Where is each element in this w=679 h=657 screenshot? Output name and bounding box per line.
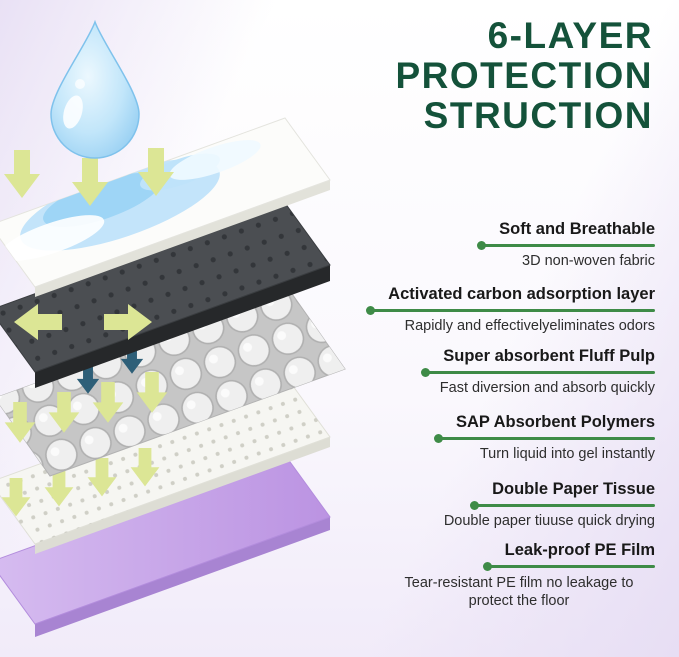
callout-line bbox=[421, 368, 655, 377]
page-title: 6-LAYER PROTECTION STRUCTION bbox=[395, 16, 653, 136]
callout-line bbox=[482, 562, 655, 571]
callout-dot bbox=[477, 241, 487, 250]
callout-label: Leak-proof PE Film bbox=[504, 541, 655, 559]
activated-carbon-layer bbox=[0, 202, 331, 388]
title-line-1: 6-LAYER bbox=[487, 15, 653, 56]
callout-line bbox=[470, 501, 655, 510]
callout-sap-polymers: SAP Absorbent Polymers Turn liquid into … bbox=[434, 413, 655, 462]
callout-desc: Double paper tiuuse quick drying bbox=[443, 513, 655, 529]
callout-activated-carbon: Activated carbon adsorption layer Rapidl… bbox=[366, 285, 655, 334]
callout-label: Double Paper Tissue bbox=[492, 480, 655, 498]
callout-fluff-pulp: Super absorbent Fluff Pulp Fast diversio… bbox=[421, 347, 655, 396]
callout-dot bbox=[482, 562, 492, 571]
callout-desc: Turn liquid into gel instantly bbox=[479, 446, 655, 462]
callout-desc: Fast diversion and absorb quickly bbox=[439, 380, 655, 396]
callout-pe-film: Leak-proof PE Film Tear-resistant PE fil… bbox=[383, 541, 655, 610]
callout-label: Soft and Breathable bbox=[499, 220, 655, 238]
callout-desc: 3D non-woven fabric bbox=[522, 253, 655, 269]
callout-line bbox=[434, 434, 655, 443]
callout-dot bbox=[366, 306, 376, 315]
layer-illustration bbox=[0, 19, 346, 637]
callout-label: Super absorbent Fluff Pulp bbox=[443, 347, 655, 365]
callout-label: SAP Absorbent Polymers bbox=[456, 413, 655, 431]
callout-soft-breathable: Soft and Breathable 3D non-woven fabric bbox=[477, 220, 655, 269]
callout-paper-tissue: Double Paper Tissue Double paper tiuuse … bbox=[444, 480, 655, 529]
callout-dot bbox=[421, 368, 431, 377]
wet-spot bbox=[0, 140, 261, 261]
water-drop bbox=[50, 19, 140, 159]
callout-line bbox=[477, 241, 655, 250]
title-line-2: PROTECTION bbox=[395, 54, 653, 96]
non-woven-fabric-layer bbox=[0, 117, 331, 297]
title-line-3: STRUCTION bbox=[423, 94, 653, 136]
callout-desc: Rapidly and effectivelyeliminates odors bbox=[404, 318, 655, 334]
callout-line bbox=[366, 306, 655, 315]
callout-dot bbox=[470, 501, 480, 510]
callout-dot bbox=[434, 434, 444, 443]
callout-label: Activated carbon adsorption layer bbox=[388, 285, 655, 303]
callout-desc: Tear-resistant PE film no leakage to pro… bbox=[404, 575, 634, 610]
